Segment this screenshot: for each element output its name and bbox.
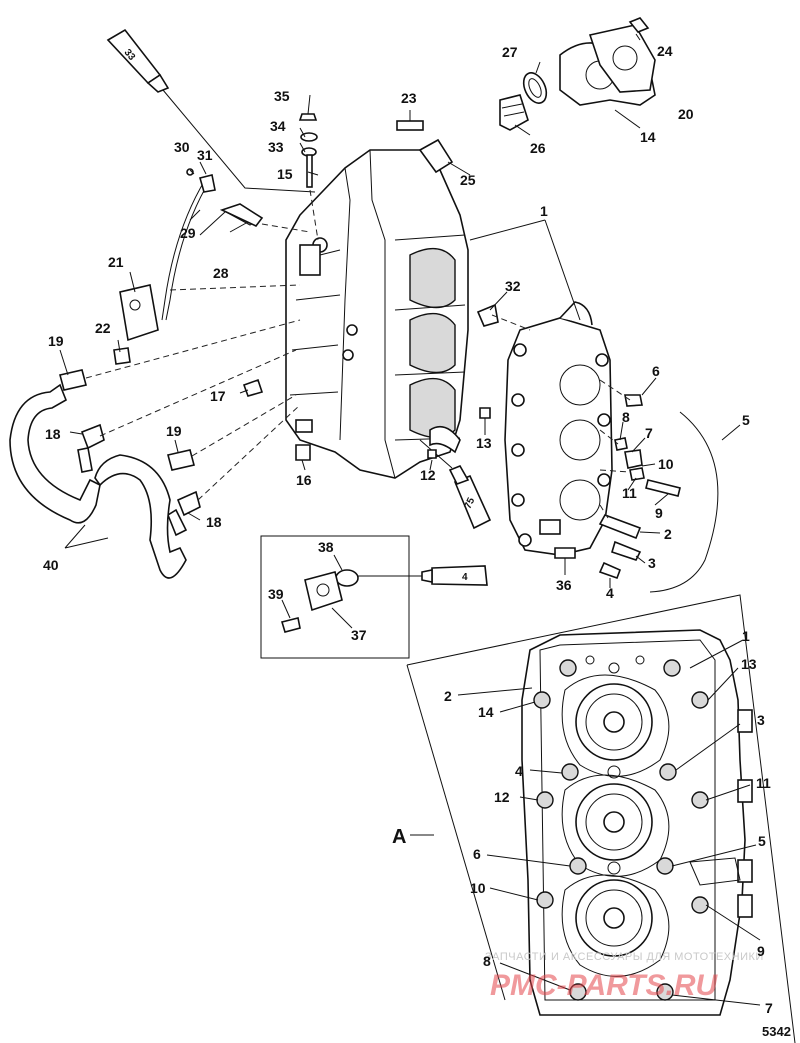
callout-16: 16 [296, 472, 312, 488]
callout-17: 17 [210, 388, 226, 404]
sealant-tube-33: 33 [106, 28, 316, 193]
seq-4: 4 [515, 763, 523, 779]
fittings-left [59, 284, 264, 537]
callout-32: 32 [505, 278, 521, 294]
seq-7: 7 [765, 1000, 773, 1016]
callout-39: 39 [268, 586, 284, 602]
callout-11: 11 [622, 485, 637, 501]
callout-15: 15 [277, 166, 293, 182]
callout-20: 20 [678, 106, 694, 122]
callout-10: 10 [658, 456, 674, 472]
callout-35: 35 [274, 88, 290, 104]
callout-31: 31 [197, 147, 213, 163]
watermark-brand: PMC-PARTS.RU [490, 969, 719, 1002]
detail-view-a [406, 594, 796, 1043]
seq-13: 13 [741, 656, 757, 672]
small-hardware [224, 113, 454, 226]
watermark-tagline: ЗАПЧАСТИ И АКСЕССУАРЫ ДЛЯ МОТОТЕХНИКИ [485, 951, 764, 963]
callout-27: 27 [502, 44, 518, 60]
cylinder-block [285, 149, 469, 479]
callout-28: 28 [213, 265, 229, 281]
callout-9: 9 [655, 505, 663, 521]
callout-34: 34 [270, 118, 286, 134]
figure-number: 5342 [762, 1024, 791, 1039]
callout-25: 25 [460, 172, 476, 188]
callout-38: 38 [318, 539, 334, 555]
callout-22: 22 [95, 320, 111, 336]
callout-36: 36 [556, 577, 572, 593]
detail-view-label: A [392, 826, 406, 848]
callout-6: 6 [652, 363, 660, 379]
callout-5: 5 [742, 412, 750, 428]
callout-2: 2 [664, 526, 672, 542]
callout-7: 7 [645, 425, 653, 441]
cylinder-head [504, 301, 613, 556]
callouts: 1 2 3 4 5 6 7 8 9 10 11 12 13 14 15 16 1… [43, 43, 791, 1039]
seq-5: 5 [758, 833, 766, 849]
head-hardware [295, 303, 719, 593]
watermark: ЗАПЧАСТИ И АКСЕССУАРЫ ДЛЯ МОТОТЕХНИКИ PM… [485, 951, 764, 1002]
callout-4: 4 [606, 585, 614, 601]
seq-3: 3 [757, 712, 765, 728]
callout-14: 14 [640, 129, 656, 145]
tube-label-75: 75 [463, 496, 478, 511]
callout-40: 40 [43, 557, 59, 573]
callout-3: 3 [648, 555, 656, 571]
callout-12: 12 [420, 467, 436, 483]
seq-12: 12 [494, 789, 510, 805]
callout-29: 29 [180, 225, 196, 241]
tube-label-4: 4 [462, 572, 468, 583]
callout-1: 1 [540, 203, 548, 219]
leader-lines [59, 33, 741, 629]
inset-box [260, 535, 410, 659]
callout-23: 23 [401, 90, 417, 106]
water-hoses-40 [9, 383, 187, 579]
bleed-hose-group [161, 168, 264, 321]
seq-9: 9 [757, 943, 765, 959]
callout-24: 24 [657, 43, 673, 59]
sealant-tube-75: 75 [419, 439, 492, 530]
callout-18-lower: 18 [206, 514, 222, 530]
callout-18-upper: 18 [45, 426, 61, 442]
callout-33: 33 [268, 139, 284, 155]
seq-14: 14 [478, 704, 494, 720]
callout-30: 30 [174, 139, 190, 155]
callout-26: 26 [530, 140, 546, 156]
seq-6: 6 [473, 846, 481, 862]
callout-37: 37 [351, 627, 367, 643]
seq-10: 10 [470, 880, 486, 896]
seq-1: 1 [742, 628, 750, 644]
seq-2: 2 [444, 688, 452, 704]
assembly-lines [85, 189, 631, 519]
thermostat-group [499, 17, 656, 131]
callout-19-upper: 19 [48, 333, 64, 349]
callout-8: 8 [622, 409, 630, 425]
sealant-tube-4: 4 [352, 565, 488, 586]
callout-21: 21 [108, 254, 124, 270]
callout-19-lower: 19 [166, 423, 182, 439]
callout-13: 13 [476, 435, 492, 451]
seq-11: 11 [756, 775, 771, 791]
seq-8: 8 [483, 953, 491, 969]
